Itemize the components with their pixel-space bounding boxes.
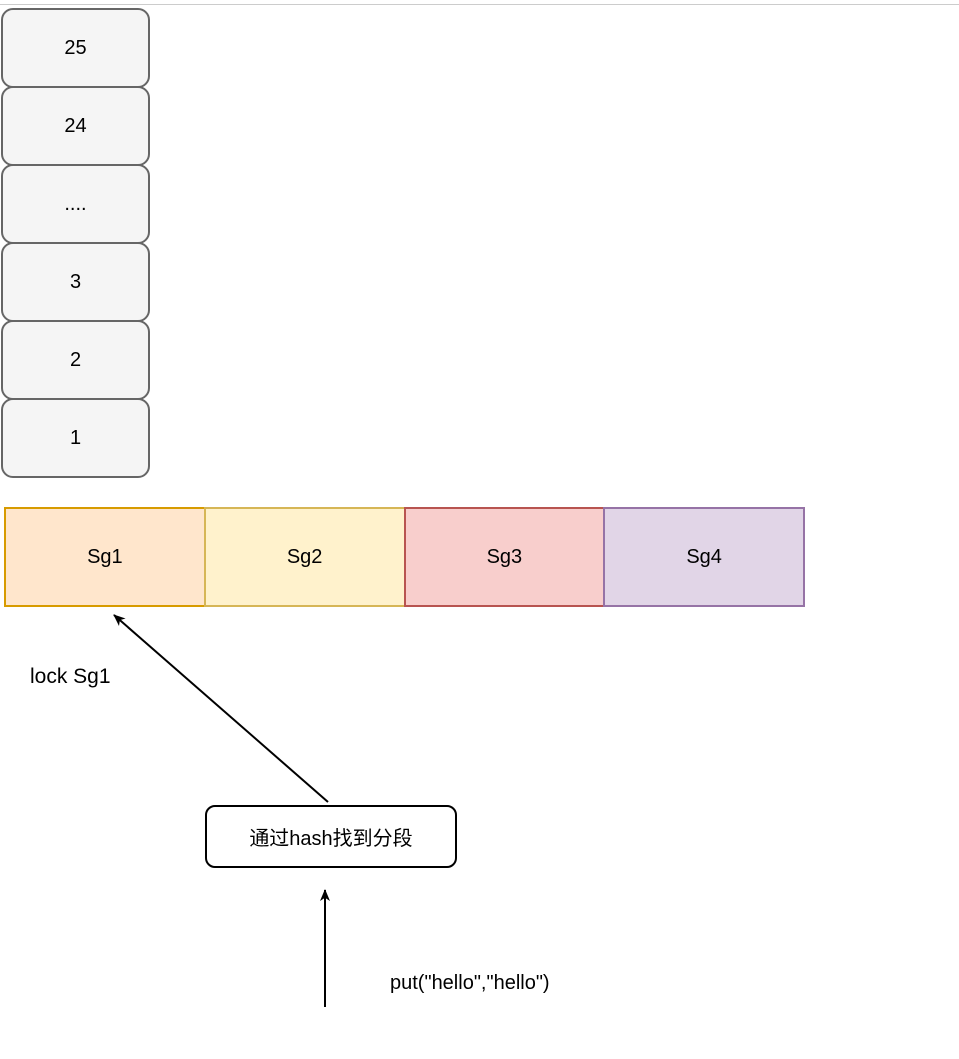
stack-box: 2 (1, 320, 150, 400)
hash-to-sg1-arrow (113, 614, 329, 803)
stack-box: 25 (1, 8, 150, 88)
stack-box: 3 (1, 242, 150, 322)
hash-callout-box: 通过hash找到分段 (205, 805, 457, 868)
put-call-label: put("hello","hello") (390, 972, 550, 994)
segment-sg1: Sg1 (4, 507, 206, 607)
segment-sg2: Sg2 (203, 507, 406, 607)
stack-box: 24 (1, 86, 150, 166)
stack-box: 1 (1, 398, 150, 478)
stack-box: .... (1, 164, 150, 244)
lock-sg1-label: lock Sg1 (30, 665, 111, 688)
segment-sg4: Sg4 (603, 507, 805, 607)
segment-sg3: Sg3 (403, 507, 606, 607)
top-border-line (0, 4, 959, 5)
hash-callout-label: 通过hash找到分段 (249, 828, 413, 850)
